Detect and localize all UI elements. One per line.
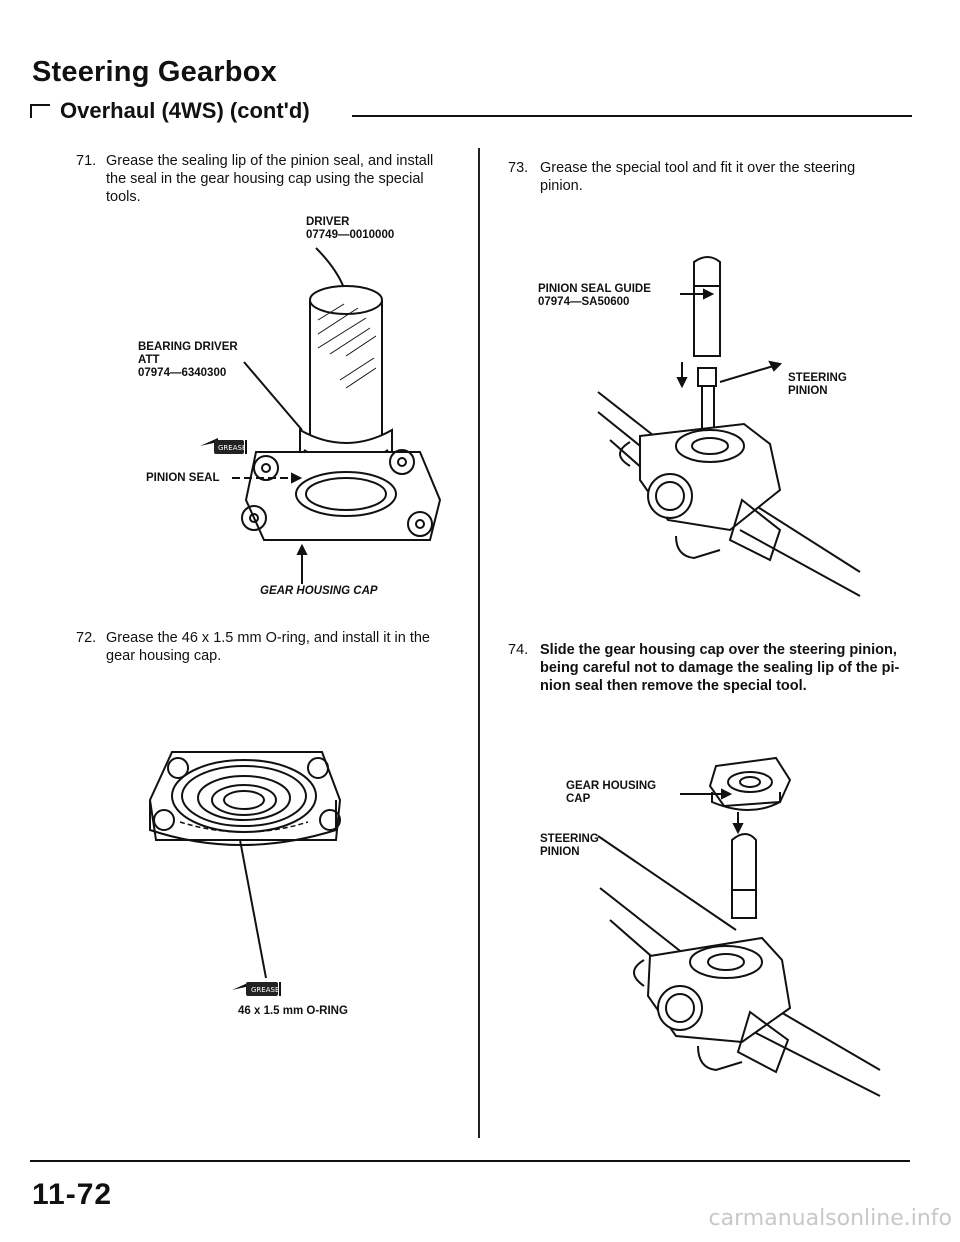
- step-74: 74. Slide the gear housing cap over the …: [508, 641, 908, 701]
- step-text-line: tools.: [106, 189, 141, 205]
- pinion-seal-guide-label-line: 07974—SA50600: [538, 296, 630, 308]
- step-72: 72. Grease the 46 x 1.5 mm O-ring, and i…: [76, 629, 466, 669]
- steering-pinion-label-line: STEERING: [540, 833, 599, 845]
- step-text-line: being careful not to damage the sealing …: [540, 660, 900, 676]
- grease-can-icon: GREASE: [200, 438, 247, 454]
- bearing-driver-label-line: 07974—6340300: [138, 367, 227, 379]
- figure-73-drawing: [597, 256, 861, 597]
- gear-housing-cap-label-line: GEAR HOUSING: [566, 780, 657, 792]
- bearing-driver-label-line: ATT: [138, 354, 160, 366]
- step-71: 71. Grease the sealing lip of the pinion…: [76, 152, 466, 212]
- step-number: 71.: [76, 153, 97, 169]
- driver-label: DRIVER 07749—0010000: [306, 216, 394, 242]
- page-title: Steering Gearbox: [32, 56, 277, 88]
- pinion-seal-guide-label: PINION SEAL GUIDE 07974—SA50600: [538, 283, 651, 309]
- o-ring-label: 46 x 1.5 mm O-RING: [238, 1005, 348, 1017]
- gear-housing-cap-label-74: GEAR HOUSING CAP: [566, 780, 656, 806]
- step-text-line: Slide the gear housing cap over the stee…: [540, 642, 897, 658]
- steering-pinion-label-line: PINION: [788, 385, 828, 397]
- pinion-seal-label: PINION SEAL: [146, 472, 220, 484]
- step-73: 73. Grease the special tool and fit it o…: [508, 159, 908, 199]
- pinion-seal-guide-label-line: PINION SEAL GUIDE: [538, 283, 651, 295]
- figure-71-drawing: GREASE: [200, 247, 442, 584]
- steering-pinion-label-74: STEERING PINION: [540, 833, 599, 859]
- steering-pinion-label-line: STEERING: [788, 372, 847, 384]
- steering-pinion-label-line: PINION: [540, 846, 580, 858]
- step-number: 74.: [508, 642, 529, 658]
- step-text-line: gear housing cap.: [106, 648, 222, 664]
- header-rule: [352, 115, 912, 117]
- step-text-line: Grease the special tool and fit it over …: [540, 160, 856, 176]
- svg-text:GREASE: GREASE: [218, 444, 246, 452]
- figure-74-drawing: [597, 756, 881, 1097]
- footer-rule: [30, 1160, 910, 1162]
- step-text-line: the seal in the gear housing cap using t…: [106, 171, 424, 187]
- header-tick: [30, 104, 50, 106]
- step-number: 73.: [508, 160, 529, 176]
- grease-can-icon: GREASE: [232, 982, 281, 996]
- steering-pinion-label: STEERING PINION: [788, 372, 847, 398]
- header-tick-vertical: [30, 104, 32, 118]
- bearing-driver-label-line: BEARING DRIVER: [138, 341, 238, 353]
- step-text-line: Grease the sealing lip of the pinion sea…: [106, 153, 434, 169]
- gear-housing-cap-label-line: CAP: [566, 793, 591, 805]
- driver-label-line: DRIVER: [306, 216, 350, 228]
- watermark: carmanualsonline.info: [708, 1206, 952, 1231]
- driver-label-line: 07749—0010000: [306, 229, 395, 241]
- step-text-line: pinion.: [540, 178, 583, 194]
- svg-text:GREASE: GREASE: [251, 986, 279, 994]
- step-text-line: Grease the 46 x 1.5 mm O-ring, and insta…: [106, 630, 430, 646]
- figure-72-drawing: GREASE: [148, 751, 342, 996]
- step-text-line: nion seal then remove the special tool.: [540, 678, 807, 694]
- gear-housing-cap-label: GEAR HOUSING CAP: [260, 585, 378, 597]
- bearing-driver-label: BEARING DRIVER ATT 07974—6340300: [138, 341, 238, 380]
- section-subtitle: Overhaul (4WS) (cont'd): [60, 98, 310, 123]
- step-number: 72.: [76, 630, 97, 646]
- page-number: 11-72: [32, 1178, 113, 1211]
- column-divider: [478, 148, 480, 1138]
